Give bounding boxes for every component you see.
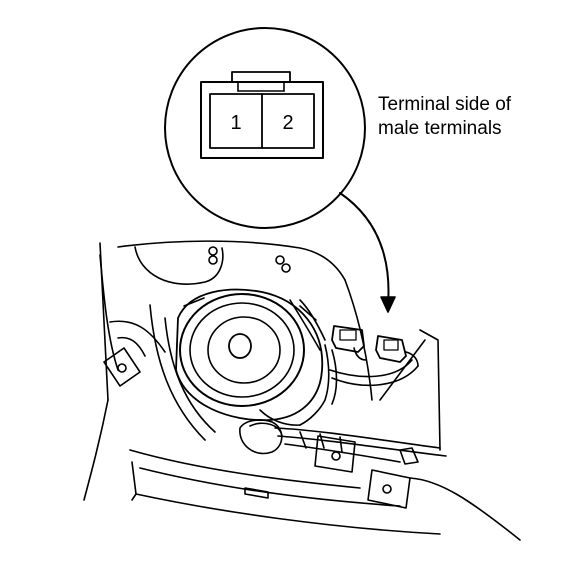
magnified-view: 1 2 xyxy=(164,27,366,229)
speaker-frame xyxy=(179,293,305,407)
leader-arrow xyxy=(339,192,396,313)
arrow-head xyxy=(380,296,396,313)
pin-1-label: 1 xyxy=(230,112,241,134)
connector-face: 1 2 xyxy=(200,71,324,159)
magnifier-circle xyxy=(164,27,366,229)
callout-line-2: male terminals xyxy=(378,118,502,139)
connector-lock-tab xyxy=(231,71,291,83)
speaker-cone-outer xyxy=(189,302,295,398)
wire-harness xyxy=(239,299,447,465)
speaker-dust-cap xyxy=(228,333,252,359)
speaker-connector-pair xyxy=(331,325,419,367)
speaker-bracket xyxy=(175,288,324,422)
harness-connector xyxy=(331,325,365,353)
terminal-side-callout: Terminal side of male terminals xyxy=(378,93,511,141)
pin-2-label: 2 xyxy=(282,112,293,134)
door-inner-panel xyxy=(83,240,521,541)
door-speaker xyxy=(175,288,324,422)
speaker-connector xyxy=(375,335,407,363)
callout-line-1: Terminal side of xyxy=(378,94,512,115)
speaker-cone-inner xyxy=(207,316,281,384)
